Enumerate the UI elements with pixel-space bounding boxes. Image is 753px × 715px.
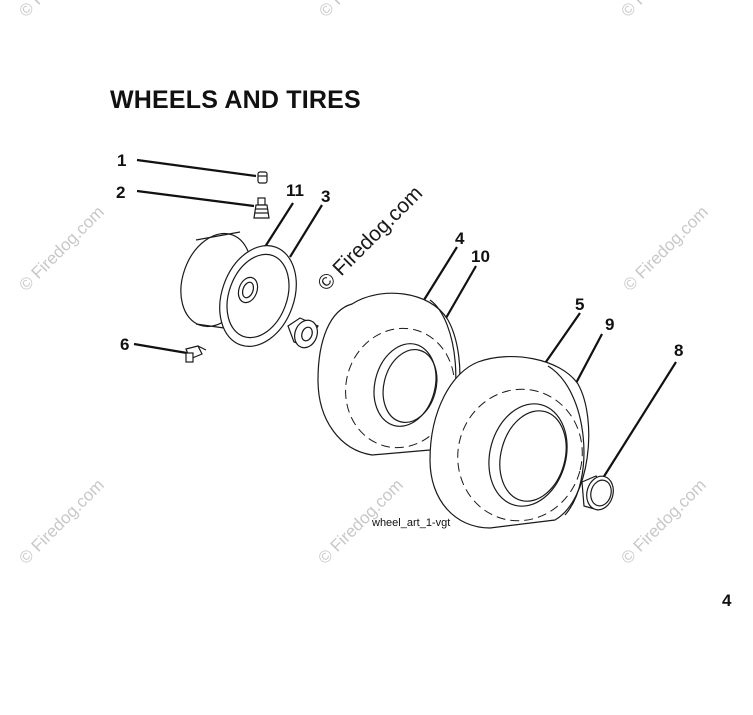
watermark: © Firedog.com bbox=[619, 202, 711, 294]
page-number: 4 bbox=[722, 591, 732, 610]
callout-2: 2 bbox=[116, 183, 125, 202]
leader-line-4 bbox=[423, 246, 458, 301]
callout-9: 9 bbox=[605, 315, 614, 334]
leader-line-2 bbox=[136, 189, 255, 208]
callout-11: 11 bbox=[286, 181, 304, 200]
grease-fitting-part-6 bbox=[185, 345, 207, 363]
front-tire-part-4 bbox=[317, 292, 461, 456]
leader-line-8 bbox=[602, 361, 677, 479]
figure-id: wheel_art_1-vgt bbox=[371, 517, 450, 529]
leader-line-1 bbox=[136, 158, 257, 178]
hub-cap-part-8 bbox=[581, 475, 614, 511]
svg-text:© Firedog.com: © Firedog.com bbox=[15, 202, 107, 294]
watermark: © Firedog.com bbox=[15, 475, 107, 567]
callout-3: 3 bbox=[321, 187, 330, 206]
callout-labels: 1 2 11 3 4 10 5 9 6 8 bbox=[116, 151, 683, 360]
wheel-rim-part-11 bbox=[180, 231, 297, 347]
callout-8: 8 bbox=[674, 341, 683, 360]
watermark: © Firedog.com bbox=[15, 202, 107, 294]
spacer-part-3 bbox=[287, 317, 319, 349]
svg-text:© Firedog.com: © Firedog.com bbox=[617, 475, 709, 567]
leader-lines bbox=[133, 158, 677, 479]
leader-line-11 bbox=[262, 202, 294, 251]
callout-4: 4 bbox=[455, 229, 465, 248]
svg-text:© Firedog.com: © Firedog.com bbox=[619, 202, 711, 294]
valve-cap-part-1 bbox=[257, 171, 268, 184]
watermark: © Firedog.com bbox=[617, 475, 709, 567]
valve-stem-part-2 bbox=[253, 197, 270, 219]
svg-text:© Firedog.com: © Firedog.com bbox=[315, 0, 407, 21]
svg-text:© Firedog.com: © Firedog.com bbox=[617, 0, 709, 21]
page-title: WHEELS AND TIRES bbox=[110, 86, 361, 114]
leader-line-9 bbox=[574, 333, 603, 386]
watermark: © Firedog.com bbox=[15, 0, 107, 21]
callout-10: 10 bbox=[471, 247, 490, 266]
leader-line-5 bbox=[540, 312, 581, 370]
callout-6: 6 bbox=[120, 335, 129, 354]
svg-text:© Firedog.com: © Firedog.com bbox=[15, 0, 107, 21]
rear-tire-part-5 bbox=[429, 356, 590, 529]
leader-line-3 bbox=[289, 204, 323, 258]
leader-line-10 bbox=[445, 265, 477, 319]
leader-line-6 bbox=[133, 342, 188, 355]
svg-text:© Firedog.com: © Firedog.com bbox=[15, 475, 107, 567]
callout-1: 1 bbox=[117, 151, 126, 170]
callout-5: 5 bbox=[575, 295, 584, 314]
watermark: © Firedog.com bbox=[617, 0, 709, 21]
watermark: © Firedog.com bbox=[315, 0, 407, 21]
